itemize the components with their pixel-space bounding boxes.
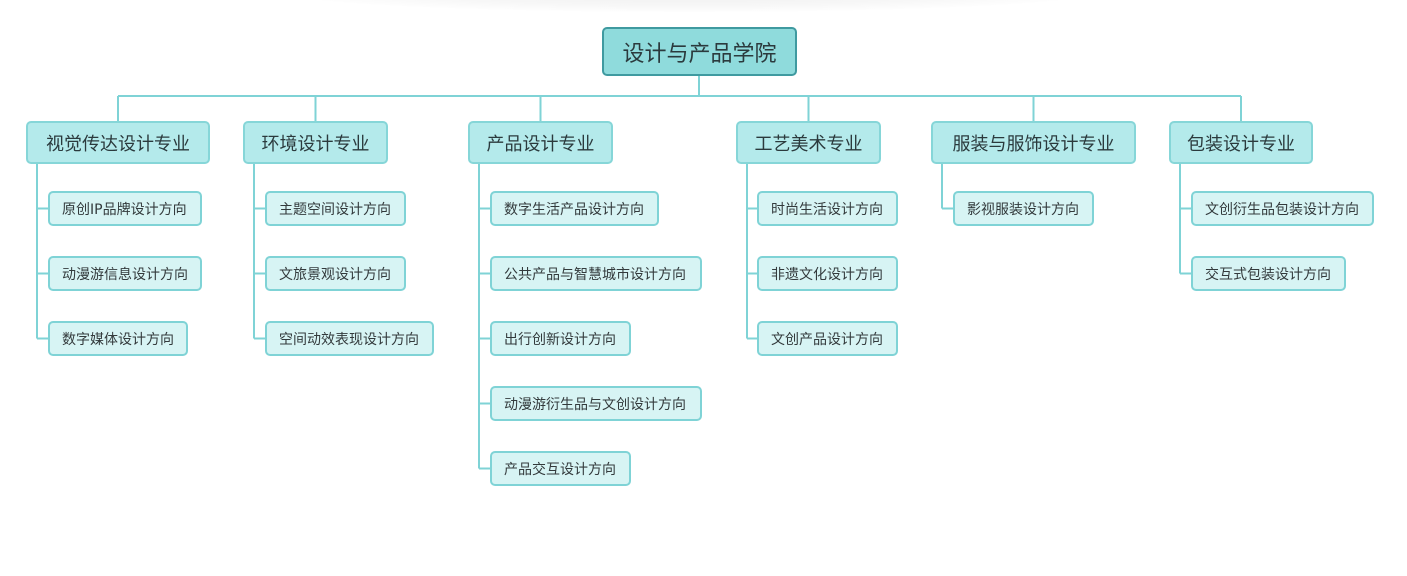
direction-node: 影视服装设计方向: [953, 191, 1094, 226]
major-node: 环境设计专业: [243, 121, 388, 164]
major-node: 服装与服饰设计专业: [931, 121, 1136, 164]
direction-node: 原创IP品牌设计方向: [48, 191, 202, 226]
major-node: 产品设计专业: [468, 121, 613, 164]
major-node: 视觉传达设计专业: [26, 121, 210, 164]
direction-node: 动漫游信息设计方向: [48, 256, 202, 291]
direction-node: 产品交互设计方向: [490, 451, 631, 486]
major-node: 工艺美术专业: [736, 121, 881, 164]
direction-node: 文旅景观设计方向: [265, 256, 406, 291]
top-shadow: [280, 0, 1100, 12]
direction-node: 时尚生活设计方向: [757, 191, 898, 226]
direction-node: 交互式包装设计方向: [1191, 256, 1346, 291]
major-node: 包装设计专业: [1169, 121, 1313, 164]
direction-node: 出行创新设计方向: [490, 321, 631, 356]
root-node: 设计与产品学院: [602, 27, 797, 76]
direction-node: 动漫游衍生品与文创设计方向: [490, 386, 702, 421]
direction-node: 数字媒体设计方向: [48, 321, 188, 356]
direction-node: 非遗文化设计方向: [757, 256, 898, 291]
direction-node: 主题空间设计方向: [265, 191, 406, 226]
direction-node: 文创衍生品包装设计方向: [1191, 191, 1374, 226]
direction-node: 数字生活产品设计方向: [490, 191, 659, 226]
direction-node: 文创产品设计方向: [757, 321, 898, 356]
direction-node: 公共产品与智慧城市设计方向: [490, 256, 702, 291]
direction-node: 空间动效表现设计方向: [265, 321, 434, 356]
